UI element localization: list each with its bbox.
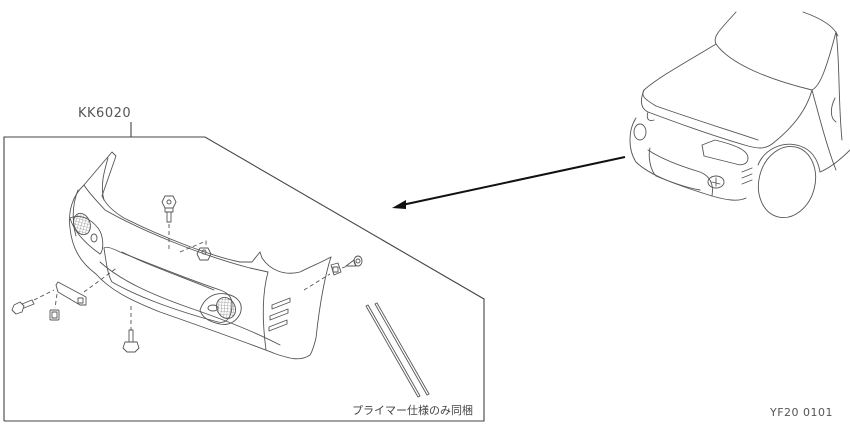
front-bumper-cover xyxy=(69,151,332,360)
assembly-frame xyxy=(3,122,485,422)
mounting-bolt-top xyxy=(161,195,177,250)
side-bracket xyxy=(55,266,119,306)
side-screw xyxy=(341,255,363,269)
drawing-code: YF20 0101 xyxy=(770,406,834,419)
vehicle-reference-view xyxy=(629,11,850,218)
bottom-bolt xyxy=(122,306,140,353)
trim-strips xyxy=(365,302,430,398)
part-number-label: KK6020 xyxy=(78,106,132,121)
reference-arrow xyxy=(392,156,626,209)
side-clip xyxy=(303,262,342,291)
clip-nut-top xyxy=(179,240,212,261)
bracket-bolt xyxy=(11,289,55,315)
bracket-clip xyxy=(49,293,60,321)
packaging-note: プライマー仕様のみ同梱 xyxy=(352,404,473,417)
